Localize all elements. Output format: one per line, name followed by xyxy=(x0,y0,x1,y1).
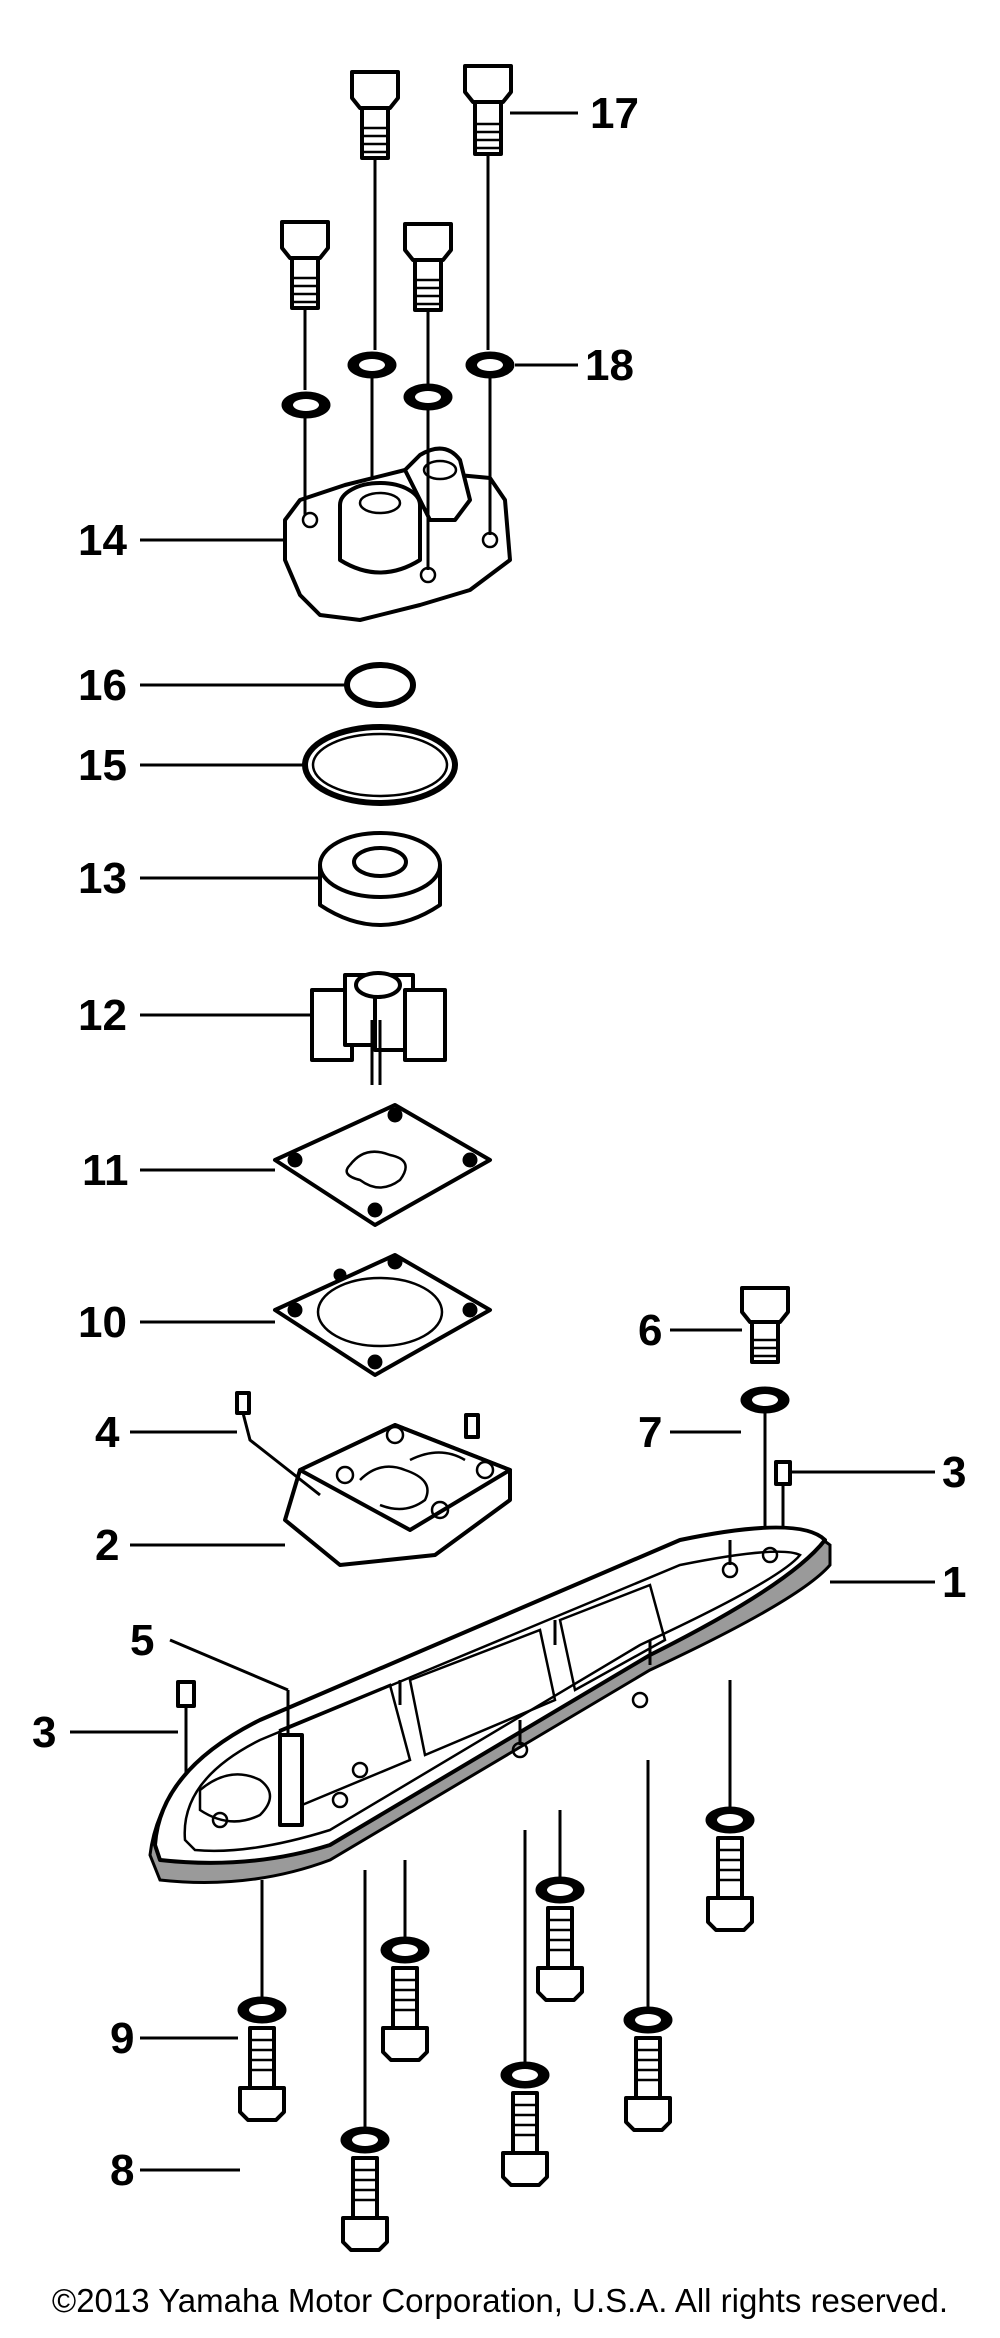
part-8-bolts xyxy=(238,1680,754,2252)
part-18-washers xyxy=(281,351,515,419)
part-4-pin xyxy=(235,1391,321,1497)
part-10-gasket xyxy=(273,1253,492,1377)
part-16-o-ring xyxy=(344,662,416,708)
callout-13: 13 xyxy=(78,854,127,903)
callout-7: 7 xyxy=(638,1408,662,1457)
leader-lines xyxy=(70,111,935,2172)
callout-17: 17 xyxy=(590,89,639,138)
part-17-bolts xyxy=(280,64,513,395)
callout-16: 16 xyxy=(78,661,127,710)
part-2-plate xyxy=(283,1413,512,1567)
callout-11: 11 xyxy=(82,1146,129,1195)
part-14-pump-housing xyxy=(283,378,512,622)
callout-3-left: 3 xyxy=(32,1708,56,1757)
callout-8: 8 xyxy=(110,2146,134,2195)
part-15-o-ring xyxy=(302,724,458,806)
callout-2: 2 xyxy=(95,1521,119,1570)
part-13-insert-cartridge xyxy=(318,831,442,927)
callout-1: 1 xyxy=(942,1558,966,1607)
callout-9: 9 xyxy=(110,2014,134,2063)
part-6-bolt xyxy=(740,1286,790,1364)
callout-10: 10 xyxy=(78,1298,127,1347)
part-11-outer-plate xyxy=(273,1103,492,1227)
callout-18: 18 xyxy=(585,341,634,390)
callout-3-right: 3 xyxy=(942,1448,966,1497)
part-9-washers xyxy=(237,1806,755,2154)
part-3-pin-left xyxy=(176,1680,196,1780)
part-12-impeller xyxy=(310,971,447,1085)
callout-5: 5 xyxy=(130,1616,154,1665)
callout-6: 6 xyxy=(638,1306,662,1355)
callout-labels: 17 18 14 16 15 13 12 11 10 6 7 4 2 3 1 5… xyxy=(32,89,966,2195)
callout-4: 4 xyxy=(95,1408,120,1457)
callout-15: 15 xyxy=(78,741,127,790)
part-1-base-plate xyxy=(148,1525,832,1884)
copyright-notice: ©2013 Yamaha Motor Corporation, U.S.A. A… xyxy=(51,2282,949,2319)
callout-14: 14 xyxy=(78,516,127,565)
part-7-washer xyxy=(740,1386,790,1555)
callout-12: 12 xyxy=(78,991,127,1040)
